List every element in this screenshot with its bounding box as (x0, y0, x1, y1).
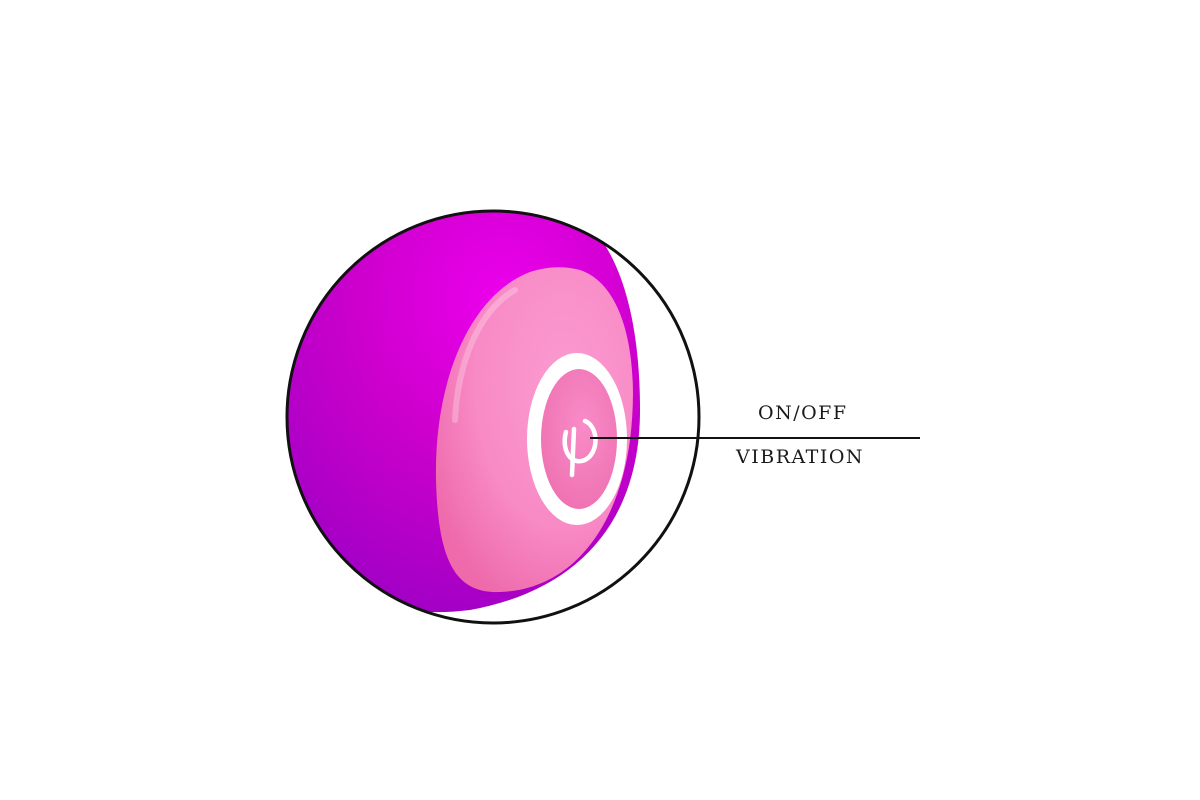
callout-label-on-off: ON/OFF (758, 402, 848, 424)
callout-label-vibration: VIBRATION (736, 446, 865, 468)
power-button (541, 369, 617, 509)
zoom-circle-outline (285, 209, 701, 625)
power-icon (562, 418, 598, 478)
face-highlight (452, 287, 518, 423)
